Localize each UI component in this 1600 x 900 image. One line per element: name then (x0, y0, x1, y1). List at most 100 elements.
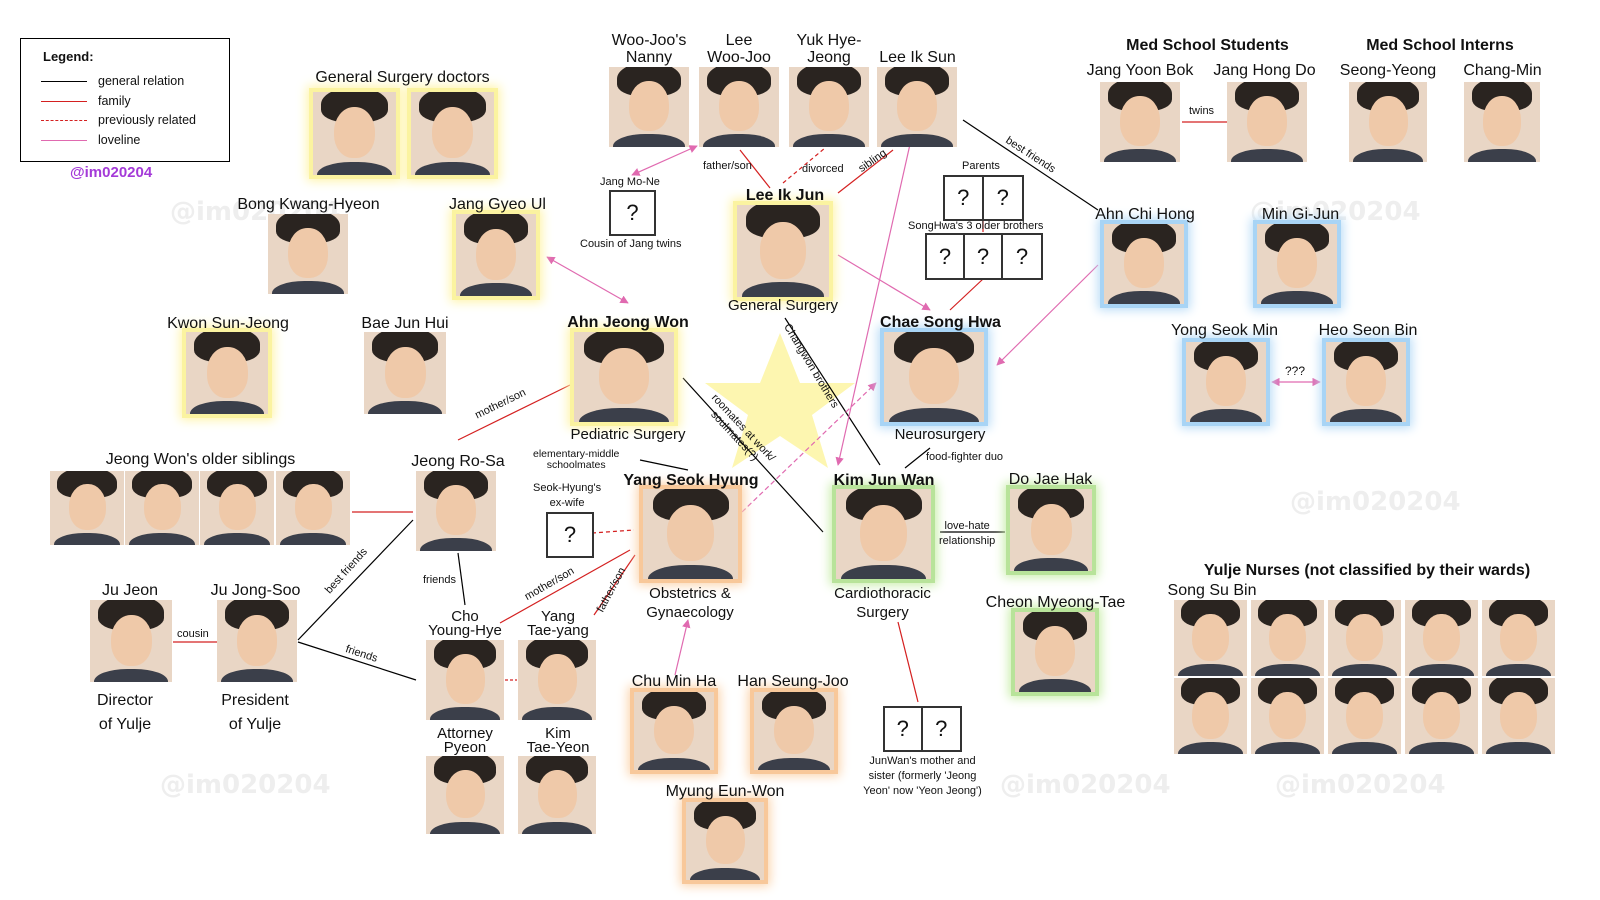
father-son-line (739, 149, 771, 189)
person-name: Yang Tae-yang (527, 608, 589, 639)
relation-label: ??? (1285, 364, 1306, 378)
person-title: President of Yulje (221, 692, 289, 733)
unknown-person: ? (885, 708, 923, 750)
person-name: Myung Eun-Won (665, 783, 785, 800)
portrait (1328, 600, 1401, 676)
unknown-person: ? (965, 235, 1003, 278)
group-title: Jeong Won's older siblings (105, 451, 296, 468)
person-name: Han Seung-Joo (737, 673, 849, 690)
relation-label: twins (1189, 105, 1215, 117)
legend-item: loveline (41, 132, 221, 150)
relation-label: elementary-middle schoolmates (533, 448, 620, 471)
group-title: General Surgery doctors (315, 69, 490, 86)
person-name: Chang-Min (1463, 62, 1542, 79)
person-name: Cho Young-Hye (428, 608, 502, 639)
portrait (1251, 678, 1324, 754)
legend: Legend: general relation family previous… (20, 38, 230, 162)
group-title: Med School Interns (1366, 37, 1514, 54)
star-shape (705, 333, 855, 468)
person-note: JunWan's mother and sister (formerly 'Je… (863, 755, 982, 797)
portrait (90, 600, 172, 682)
person-name: Min Gi-Jun (1261, 206, 1340, 223)
legend-label: family (98, 94, 131, 108)
legend-label: general relation (98, 74, 185, 88)
portrait (1174, 678, 1247, 754)
person-name: Jeong Ro-Sa (411, 453, 505, 470)
portrait (574, 332, 674, 422)
portrait (518, 640, 596, 720)
relation-label: love-hate relationship (939, 520, 996, 547)
person-name: Jang Yoon Bok (1086, 62, 1194, 79)
junwan-family-line (897, 621, 919, 703)
person-name: Jang Hong Do (1213, 62, 1316, 79)
person-name: Jang Gyeo Ul (449, 196, 546, 213)
person-note: Seok-Hyung's ex-wife (533, 482, 602, 509)
portrait (1174, 600, 1247, 676)
person-title: Director of Yulje (96, 692, 153, 733)
person-name: Ahn Chi Hong (1095, 206, 1195, 223)
person-name: Lee Woo-Joo (707, 32, 771, 66)
person-name: Chae Song Hwa (880, 314, 1001, 331)
portrait (217, 600, 297, 682)
person-name: Lee Ik Jun (745, 187, 825, 204)
portrait (50, 471, 124, 545)
loveline-gyeoul (546, 256, 629, 304)
portrait (268, 214, 348, 294)
loveline-iksun-junwan (835, 121, 918, 466)
portrait (1328, 678, 1401, 754)
person-name: Seong-Yeong (1339, 62, 1437, 79)
unknown-family: ?? (883, 706, 962, 752)
department: Cardiothoracic Surgery (834, 585, 931, 621)
person-name: Yang Seok Hyung (623, 472, 759, 489)
unknown-person: ? (945, 177, 984, 219)
legend-item: family (41, 93, 221, 111)
group-label: Parents (962, 160, 1000, 172)
group-title: Med School Students (1126, 37, 1289, 54)
legend-swatch (41, 140, 87, 141)
department: Pediatric Surgery (570, 426, 686, 443)
legend-label: previously related (98, 113, 196, 127)
person-name: Ju Jong-Soo (210, 582, 301, 599)
person-note: Cousin of Jang twins (580, 238, 682, 250)
unknown-person: ? (1015, 244, 1029, 269)
portrait (1349, 82, 1427, 162)
loveline-songhwa-ikjun (837, 254, 931, 311)
watermark: @im020204 (160, 770, 331, 800)
brothers-line (949, 278, 984, 311)
friends-line-2 (457, 552, 466, 606)
portrait (1257, 224, 1337, 304)
best-friends-line (962, 119, 1099, 211)
schoolmates-line (639, 459, 689, 471)
watermark: @im020204 (1290, 487, 1461, 517)
unknown-brothers: ??? (925, 233, 1043, 280)
ex-wife-line (591, 529, 635, 534)
watermark: @im020204 (1250, 197, 1421, 227)
friends-line (297, 641, 417, 681)
portrait (609, 67, 689, 147)
portrait (737, 205, 829, 297)
relation-label: father/son (703, 160, 752, 172)
portrait (1251, 600, 1324, 676)
portrait (1482, 600, 1555, 676)
portrait (276, 471, 350, 545)
portrait (313, 92, 396, 175)
unknown-person: ? (609, 190, 656, 236)
unknown-parents: ?? (943, 175, 1024, 221)
portrait (1482, 678, 1555, 754)
mother-son-line (457, 384, 571, 441)
department: Neurosurgery (894, 426, 986, 443)
person-name: Kwon Sun-Jeong (167, 315, 289, 332)
portrait (426, 756, 504, 834)
divorced-line (782, 147, 826, 184)
portrait (634, 692, 714, 770)
portrait (1015, 612, 1095, 692)
legend-label: loveline (98, 133, 141, 147)
person-name: Bae Jun Hui (361, 315, 449, 332)
portrait (686, 802, 764, 880)
person-name: Kim Tae-Yeon (526, 725, 590, 756)
portrait (518, 756, 596, 834)
unknown-person: ? (996, 185, 1009, 210)
best-friends-line-2 (297, 519, 414, 641)
loveline-seokhyung-songhwa (741, 382, 877, 513)
